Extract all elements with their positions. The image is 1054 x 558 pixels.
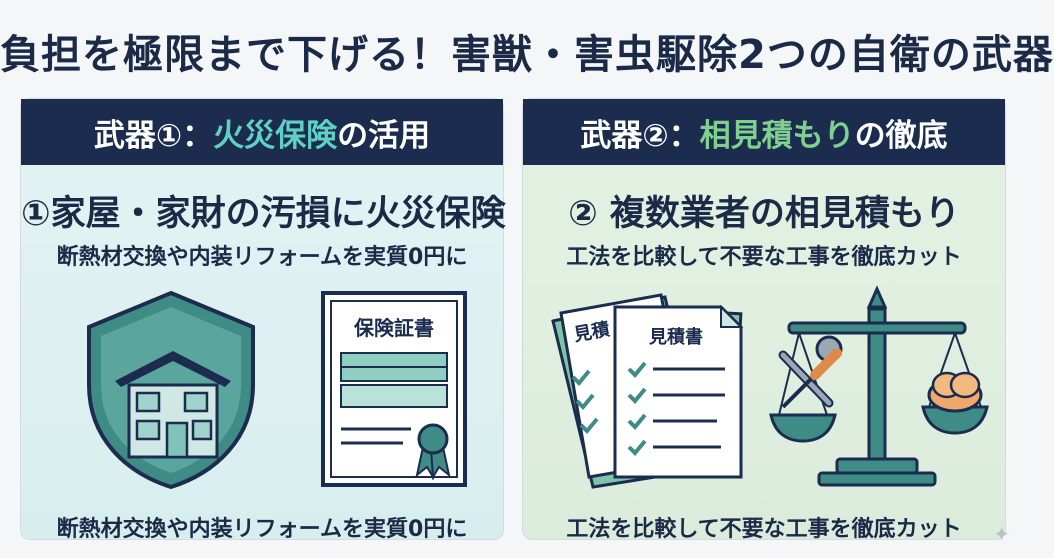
shield-icon (87, 290, 255, 490)
panel-subtitle-top: 工法を比較して不要な工事を徹底カット (566, 245, 962, 270)
sparkle-icon: ✦ (993, 522, 1010, 546)
panel-heading: ①家屋・家財の汚損に火災保険 (21, 194, 506, 234)
screwdriver-icon (781, 348, 842, 409)
estimate-front-title: 見積書 (648, 326, 703, 348)
panel-subtitle-bottom: 工法を比較して不要な工事を徹底カット (566, 517, 962, 542)
panel-subtitle-top: 断熱材交換や内装リフォームを実質0円に (56, 245, 468, 270)
header-prefix: 武器①： (93, 117, 214, 154)
checkmark-icon (579, 417, 599, 434)
panel-header-quotation: 武器②：相見積もりの徹底 (523, 99, 1005, 165)
header-suffix: の徹底 (854, 117, 948, 154)
panel-heading: ② 複数業者の相見積もり (568, 194, 960, 234)
estimate-document-icon: 見積 見積書 (551, 293, 744, 489)
checkmark-icon (627, 413, 647, 430)
checkmark-icon (627, 361, 647, 378)
panel-header-fire-insurance: 武器①：火災保険の活用 (21, 99, 503, 165)
panel-subtitle-bottom: 断熱材交換や内装リフォームを実質0円に (56, 517, 468, 542)
balance-scale-icon (769, 285, 989, 487)
panel-quotation-comparison: 武器②：相見積もりの徹底 ② 複数業者の相見積もり 工法を比較して不要な工事を徹… (522, 98, 1006, 542)
certificate-icon: 保険証書 (321, 291, 467, 487)
header-highlight: 火災保険 (213, 117, 338, 154)
house-icon (115, 351, 231, 459)
certificate-title: 保険証書 (353, 316, 434, 340)
checkmark-icon (627, 387, 647, 404)
coins-icon (927, 371, 983, 413)
header-suffix: の活用 (337, 117, 431, 154)
ribbon-seal-icon (415, 423, 451, 481)
header-highlight: 相見積もり (699, 117, 855, 154)
checkmark-icon (575, 393, 595, 410)
header-prefix: 武器②： (580, 117, 700, 154)
checkmark-icon (627, 439, 647, 456)
page-title: 負担を極限まで下げる！害獣・害虫駆除2つの自衛の武器 (0, 32, 1054, 78)
panel-fire-insurance: 武器①：火災保険の活用 ①家屋・家財の汚損に火災保険 断熱材交換や内装リフォーム… (20, 98, 506, 542)
checkmark-icon (571, 369, 591, 386)
